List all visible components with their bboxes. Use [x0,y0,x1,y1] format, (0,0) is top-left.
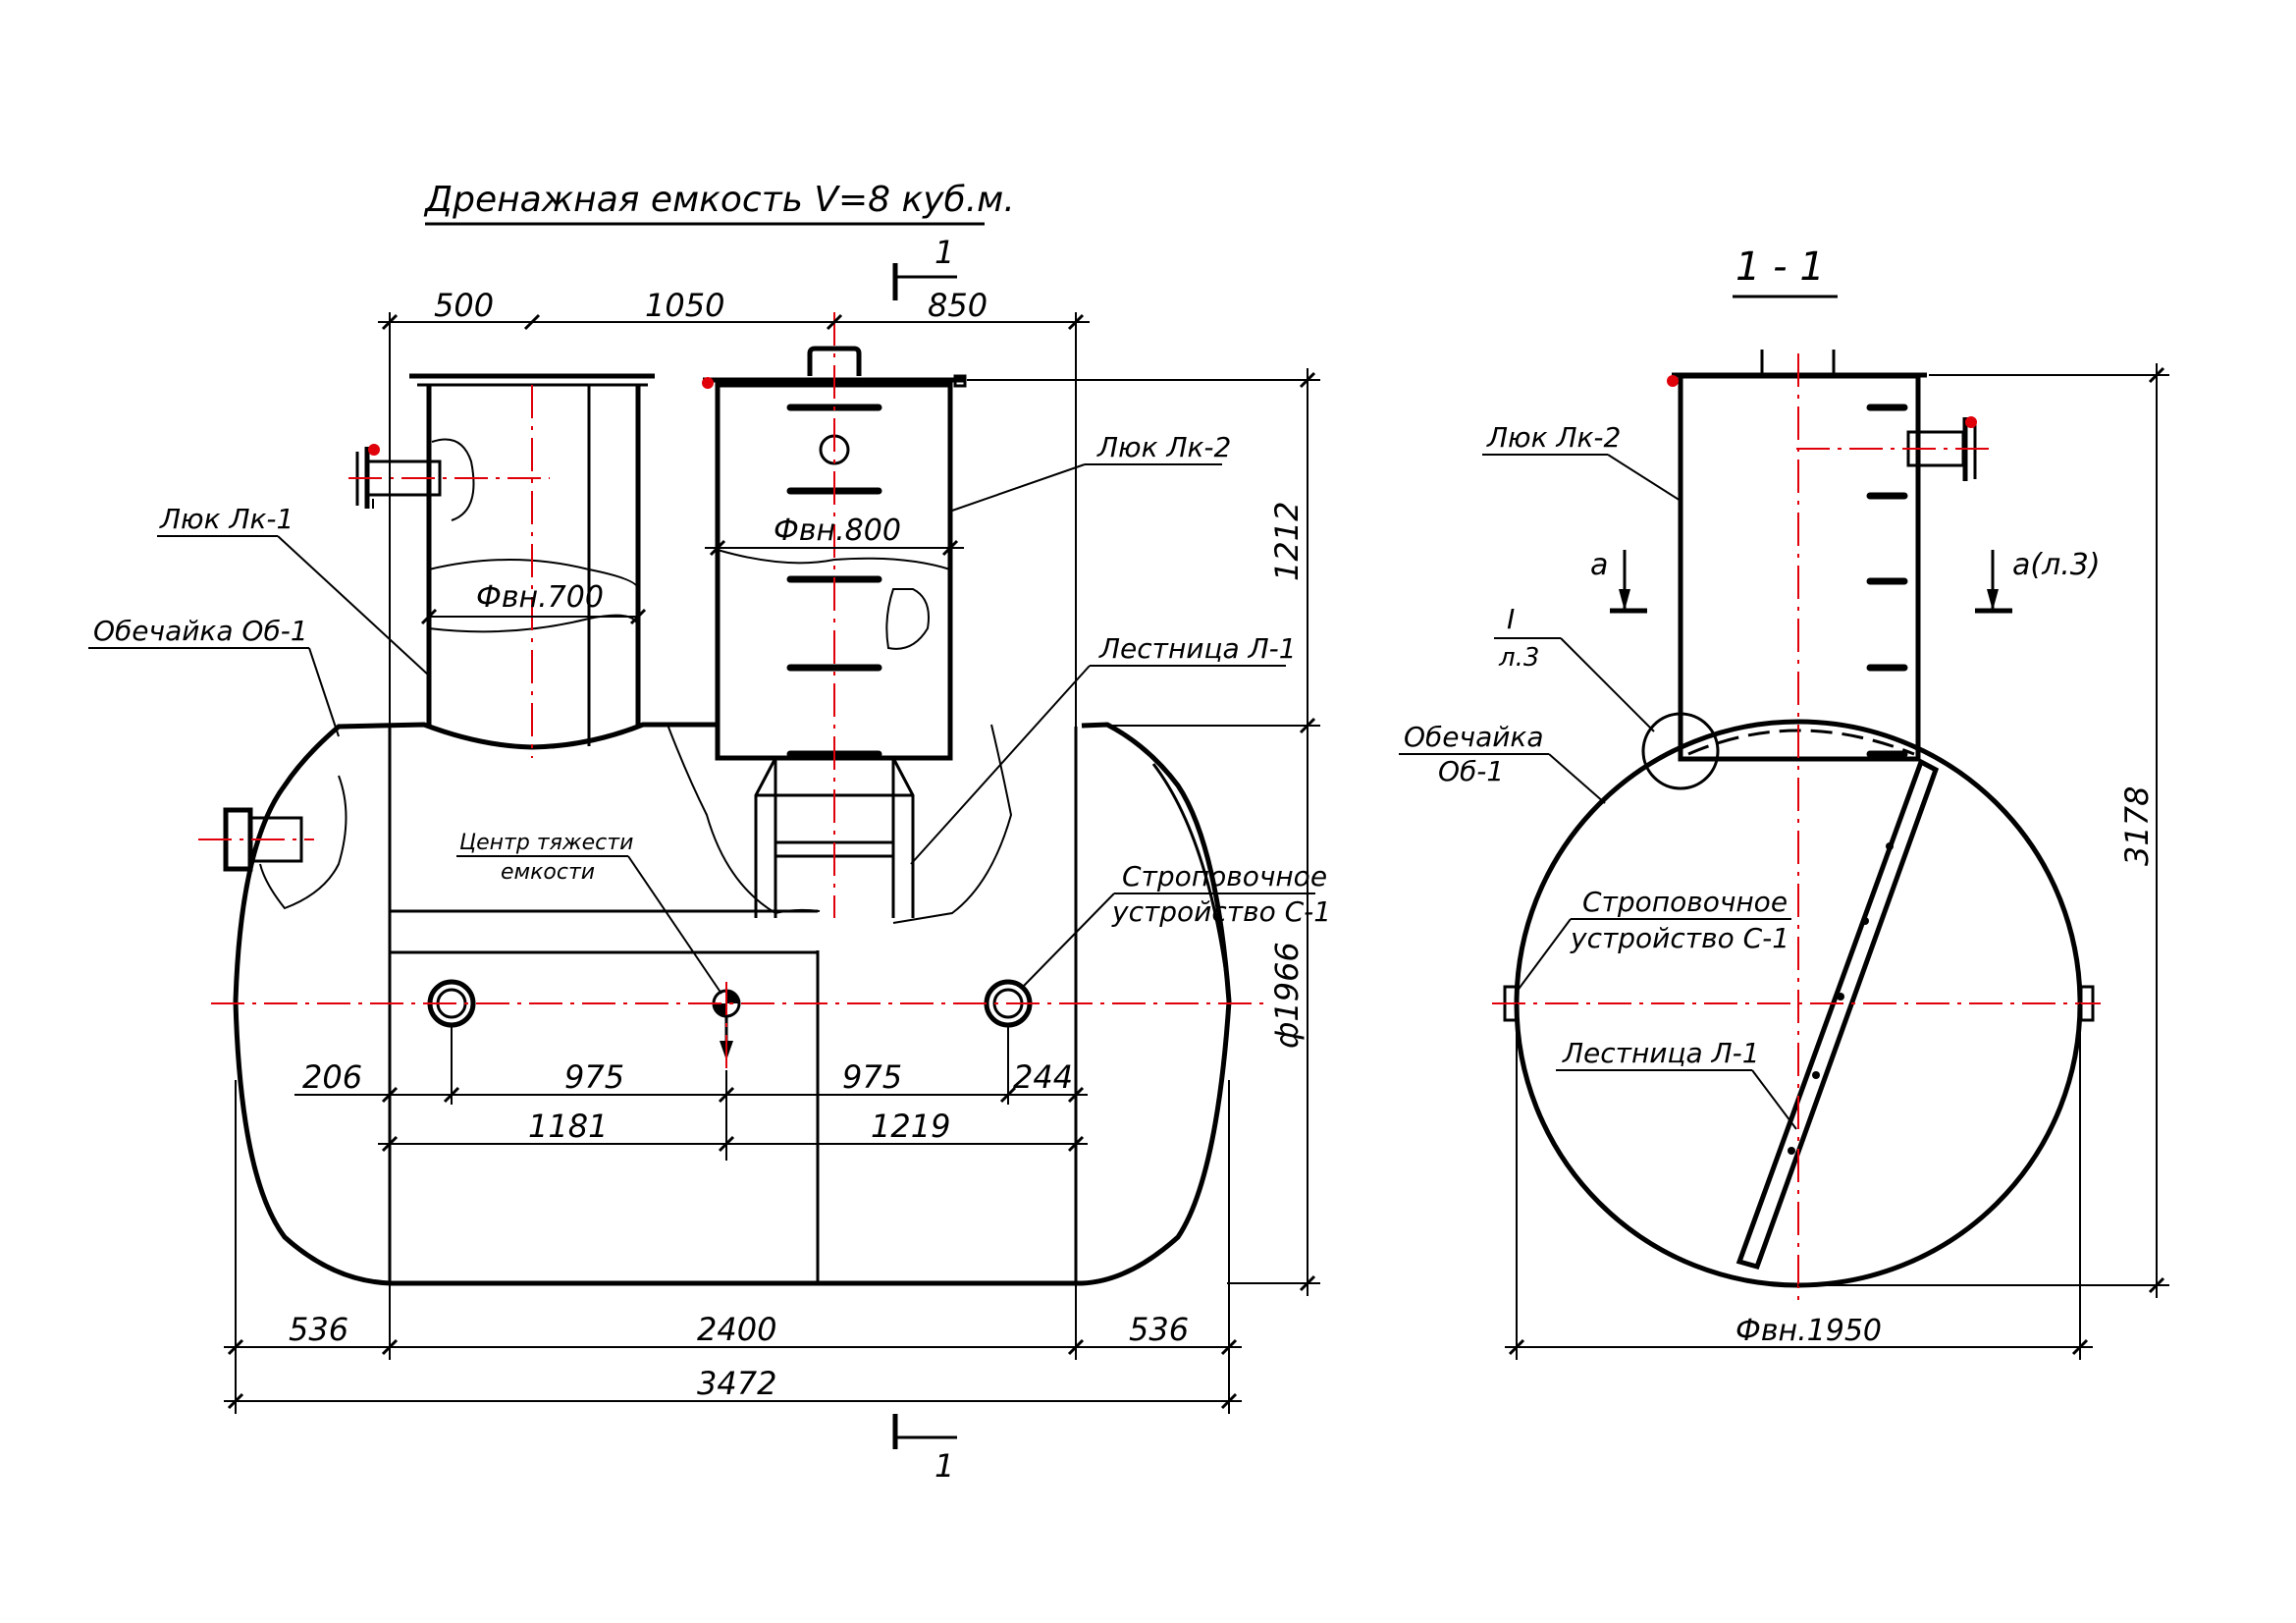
svg-text:Обечайка: Обечайка [1404,721,1544,753]
svg-text:Люк Лк-2: Люк Лк-2 [1096,431,1231,463]
svg-text:устройство С-1: устройство С-1 [1570,922,1789,954]
svg-text:1219: 1219 [871,1108,950,1145]
svg-text:Лестница Л-1: Лестница Л-1 [1562,1037,1760,1069]
svg-text:Строповочное: Строповочное [1122,860,1327,893]
view-arrow-a-right: а(л.3) [1975,548,2101,614]
callout-section-sling: Строповочное устройство С-1 [1516,886,1791,993]
svg-text:а: а [1590,548,1608,582]
dimensions-middle: 206 975 975 244 1181 1219 [294,1026,1088,1161]
svg-text:Центр тяжести: Центр тяжести [459,831,633,855]
callout-shell: Обечайка Об-1 [88,615,340,737]
svg-text:500: 500 [434,287,494,324]
ladder-section [1735,758,1940,1271]
svg-text:Об-1: Об-1 [1438,755,1504,787]
callout-lk2: Люк Лк-2 [951,431,1231,512]
svg-text:а(л.3): а(л.3) [2012,548,2101,582]
svg-text:1050: 1050 [645,287,724,324]
front-view: 1 1 [88,234,1331,1485]
svg-text:1: 1 [934,234,954,271]
view-arrow-a-left: а [1590,548,1647,614]
svg-text:1212: 1212 [1268,502,1306,581]
svg-text:Люк Лк-2: Люк Лк-2 [1486,421,1621,454]
svg-text:1: 1 [934,1447,954,1485]
svg-text:2400: 2400 [697,1311,776,1348]
drawing-title: Дренажная емкость V=8 куб.м. [423,180,1015,220]
hatch-lk1 [348,373,655,758]
svg-text:975: 975 [842,1058,902,1096]
svg-text:850: 850 [928,287,988,324]
svg-text:Люк Лк-1: Люк Лк-1 [159,503,294,535]
callout-sling: Строповочное устройство С-1 [1022,860,1331,988]
svg-text:Фвн.1950: Фвн.1950 [1735,1314,1882,1348]
callout-lk1: Люк Лк-1 [157,503,430,676]
nozzle-left [198,807,314,872]
section-mark-bottom: 1 [892,1414,957,1485]
callout-node: I л.3 [1494,603,1655,732]
svg-text:Лестница Л-1: Лестница Л-1 [1098,632,1297,665]
hatch-lk2 [702,312,967,918]
svg-text:I: I [1507,603,1515,635]
section-title: 1 - 1 [1735,244,1825,290]
callout-ladder: Лестница Л-1 [910,632,1297,865]
diameter-lk2: Фвн.800 [774,514,901,548]
section-view: 1 - 1 [1399,244,2169,1360]
dimensions-top: 500 1050 850 [378,287,1090,727]
svg-text:536: 536 [1129,1311,1189,1348]
svg-text:емкости: емкости [501,860,595,885]
diameter-lk1: Фвн.700 [476,580,604,615]
svg-text:л.3: л.3 [1498,643,1539,673]
svg-text:536: 536 [289,1311,348,1348]
svg-text:Обечайка Об-1: Обечайка Об-1 [93,615,308,647]
svg-text:244: 244 [1013,1058,1073,1096]
svg-text:устройство С-1: устройство С-1 [1111,895,1331,928]
svg-text:Строповочное: Строповочное [1582,886,1788,918]
svg-text:975: 975 [564,1058,624,1096]
section-mark-top: 1 [892,234,957,300]
svg-text:3472: 3472 [697,1365,776,1402]
dimension-diameter: Фвн.1950 [1505,1003,2093,1360]
dimensions-bottom: 536 2400 536 3472 [224,1080,1242,1414]
callout-center-of-gravity: Центр тяжести емкости [456,831,722,995]
svg-text:3178: 3178 [2118,786,2156,866]
svg-text:ф1966: ф1966 [1268,942,1306,1049]
svg-text:206: 206 [302,1058,362,1096]
callout-section-ladder: Лестница Л-1 [1556,1037,1797,1130]
node-detail-I [1641,712,1720,790]
callout-section-shell: Обечайка Об-1 [1399,721,1606,804]
dimension-height: 3178 [1798,363,2169,1298]
svg-text:1181: 1181 [528,1108,608,1145]
callout-section-lk2: Люк Лк-2 [1482,421,1682,502]
dimensions-right: 1212 ф1966 [967,368,1320,1296]
